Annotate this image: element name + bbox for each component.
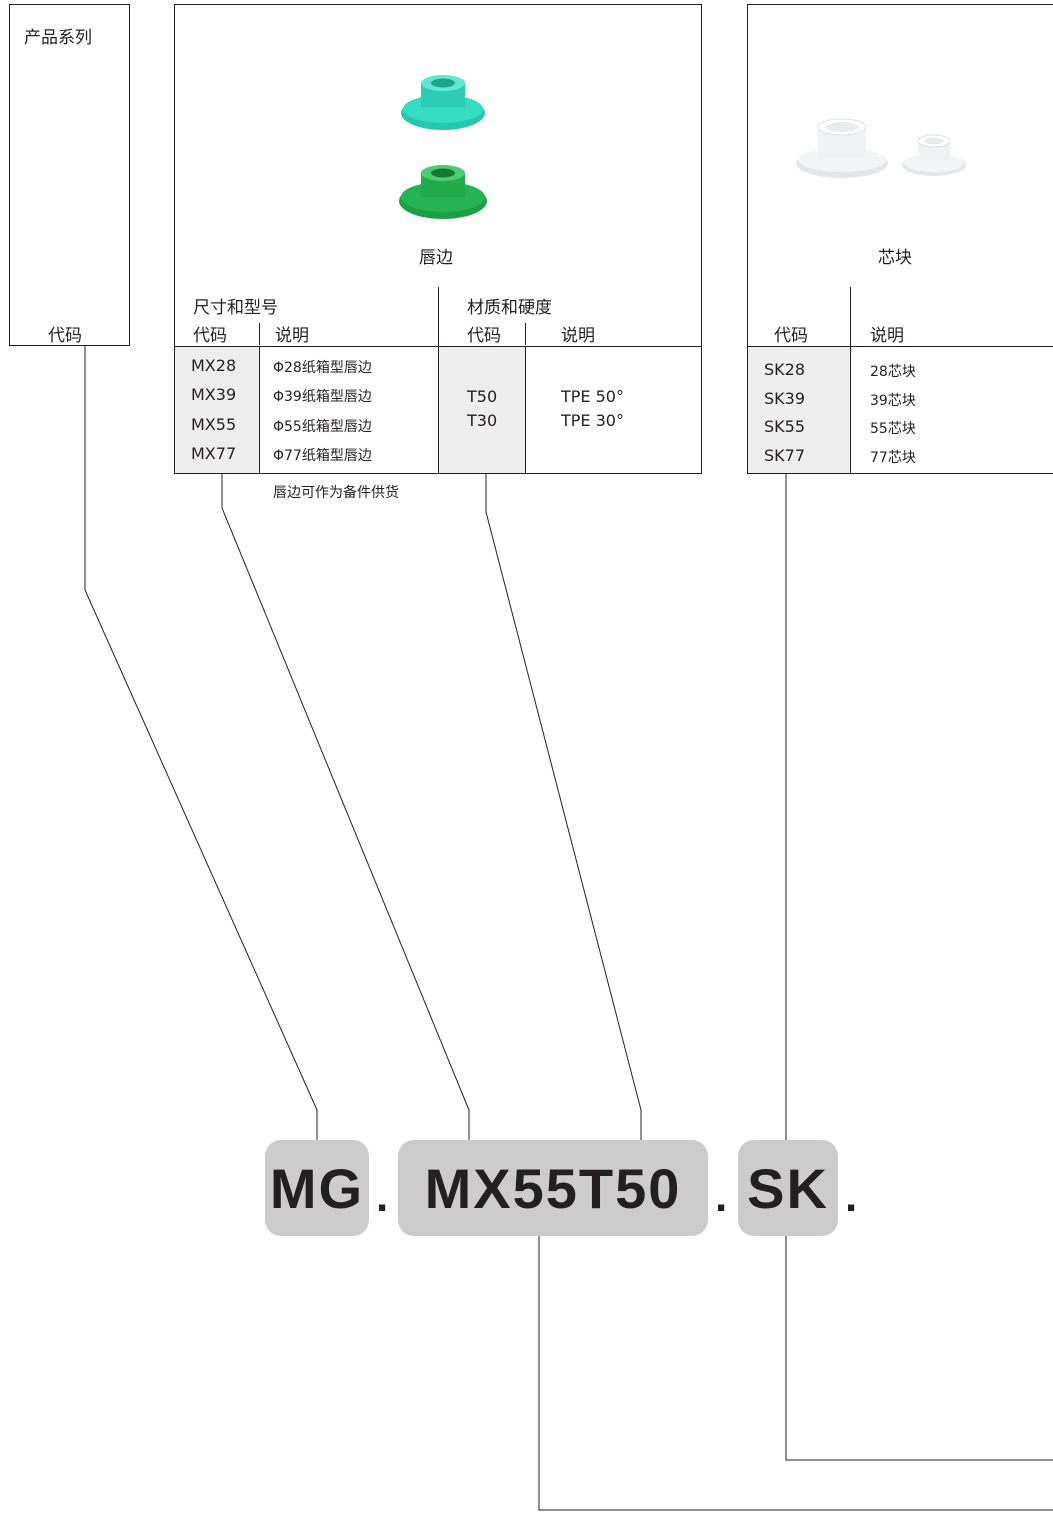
model-code-separator: .: [376, 1172, 389, 1221]
model-code-lip: MX55T50: [398, 1140, 708, 1236]
series-title: 产品系列: [24, 28, 92, 48]
lip-cup-green-image: [399, 165, 487, 219]
core-code-cell: SK28: [764, 360, 806, 379]
core-desc-cell: 39芯块: [870, 393, 916, 409]
material-code-cell: T30: [467, 411, 498, 430]
core-caption: 芯块: [878, 248, 912, 268]
material-header-divider: [525, 323, 526, 345]
lip-spare-note: 唇边可作为备件供货: [273, 485, 399, 501]
model-code-separator: .: [845, 1172, 858, 1221]
lip-box: 唇边 尺寸和型号 材质和硬度 代码 说明 代码 说明 MX28 Φ28纸箱型唇边…: [174, 4, 702, 474]
size-code-column: [175, 347, 259, 473]
lip-caption: 唇边: [419, 248, 453, 268]
material-group-label: 材质和硬度: [467, 298, 552, 318]
core-code-cell: SK77: [764, 446, 806, 465]
lip-cup-teal-image: [401, 75, 485, 130]
core-box: 芯块 代码 说明 SK28 28芯块 SK39 39芯块 SK55 55芯块 S…: [747, 4, 1053, 474]
core-table-top-rule: [748, 346, 1053, 347]
series-connector: [84, 346, 318, 1140]
core-code-column: [748, 347, 850, 473]
model-code-separator: .: [715, 1172, 728, 1221]
size-desc-cell: Φ39纸箱型唇边: [273, 389, 372, 405]
size-connector: [221, 473, 470, 1140]
size-desc-cell: Φ55纸箱型唇边: [273, 419, 372, 435]
material-code-column: [439, 347, 525, 473]
material-connector: [485, 473, 642, 1140]
material-desc-cell: TPE 30°: [561, 411, 624, 430]
material-code-cell: T50: [467, 387, 498, 406]
size-code-cell: MX77: [191, 444, 237, 463]
core-block-image: [796, 118, 966, 178]
size-header-divider: [259, 323, 260, 345]
core-code-cell: SK39: [764, 389, 806, 408]
size-code-cell: MX55: [191, 415, 237, 434]
size-code-cell: MX39: [191, 385, 237, 404]
material-col-rule: [525, 347, 526, 473]
model-code-core: SK: [738, 1140, 838, 1236]
size-col-rule: [259, 347, 260, 473]
size-code-header: 代码: [193, 326, 227, 346]
material-desc-cell: TPE 50°: [561, 387, 624, 406]
core-desc-header: 说明: [870, 326, 904, 346]
size-desc-header: 说明: [275, 326, 309, 346]
material-code-header: 代码: [467, 326, 501, 346]
lip-table-top-rule: [175, 346, 701, 347]
core-desc-cell: 55芯块: [870, 421, 916, 437]
core-desc-cell: 77芯块: [870, 450, 916, 466]
model-code-series: MG: [265, 1140, 369, 1236]
core-col-rule: [850, 287, 851, 473]
size-desc-cell: Φ28纸箱型唇边: [273, 360, 372, 376]
size-desc-cell: Φ77纸箱型唇边: [273, 448, 372, 464]
main-lower-connector: [538, 1236, 1053, 1511]
core-desc-cell: 28芯块: [870, 364, 916, 380]
series-box: 产品系列 代码: [9, 4, 130, 346]
lip-group-divider: [438, 287, 439, 473]
material-desc-header: 说明: [561, 326, 595, 346]
size-group-label: 尺寸和型号: [193, 298, 278, 318]
core-code-cell: SK55: [764, 417, 806, 436]
core-code-header: 代码: [774, 326, 808, 346]
series-code-header: 代码: [48, 326, 82, 346]
size-code-cell: MX28: [191, 356, 237, 375]
core-lower-connector: [785, 1236, 1053, 1461]
